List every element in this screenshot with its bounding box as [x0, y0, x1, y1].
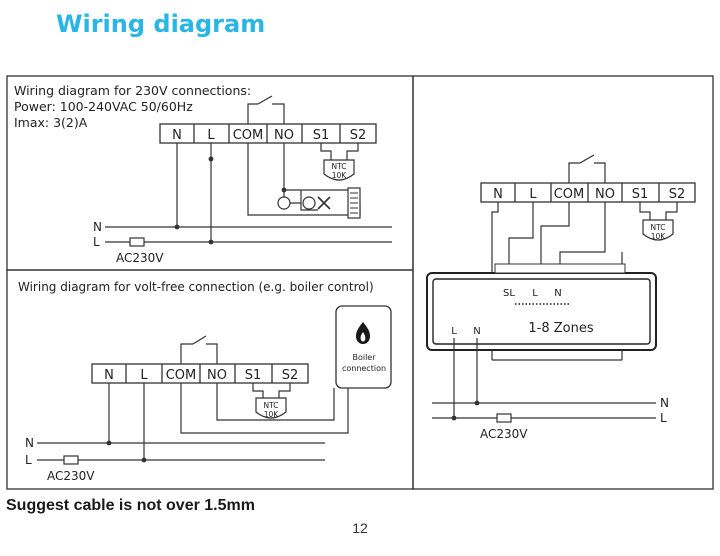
vf-mains-n-label: N [25, 436, 34, 450]
terminal-l: L [207, 128, 215, 143]
zone-terminal-s2: S2 [669, 187, 686, 202]
valve-motor-icon [302, 196, 316, 210]
relay-switch [247, 103, 258, 124]
zone-terminal-com: COM [554, 187, 585, 202]
panel-230v-heading-1: Wiring diagram for 230V connections: [14, 83, 251, 98]
zone-ntc-label: NTC [651, 223, 666, 232]
panel-230v: Wiring diagram for 230V connections: Pow… [14, 83, 392, 265]
boiler-label-1: Boiler [352, 353, 376, 362]
vf-terminal-n: N [104, 368, 114, 383]
ntc-value: 10K [332, 171, 348, 180]
vf-ntc-label: NTC [264, 401, 279, 410]
ntc-label: NTC [332, 162, 347, 171]
vf-terminal-com: COM [166, 368, 197, 383]
zone-relay-switch [568, 162, 580, 183]
zone-ntc-value: 10K [651, 232, 667, 241]
boiler-label-2: connection [342, 364, 386, 373]
vf-relay-switch [180, 343, 193, 364]
vf-mains-l-label: L [25, 453, 32, 467]
mains-n-label: N [93, 220, 102, 234]
vf-ntc-sensor [255, 397, 287, 419]
valve-icon [317, 196, 331, 210]
panel-voltfree-heading: Wiring diagram for volt-free connection … [18, 280, 374, 294]
zone-terminal-no: NO [595, 187, 615, 202]
vf-fuse-icon [63, 455, 79, 465]
vf-ntc-value: 10K [264, 410, 280, 419]
zones-label: 1-8 Zones [528, 321, 593, 336]
terminal-n: N [172, 128, 182, 143]
zone-mains-n-label: N [660, 396, 669, 410]
zone-controller-box [426, 272, 657, 351]
box-l-label: L [532, 288, 538, 299]
zone-mains-l-label: L [660, 411, 667, 425]
fuse-icon [129, 237, 145, 247]
terminal-s2: S2 [350, 128, 367, 143]
zone-ntc-sensor [642, 219, 674, 241]
zone-terminal-l: L [529, 187, 537, 202]
supply-label: AC230V [116, 251, 164, 265]
pump-icon [277, 196, 291, 210]
vf-terminal-s2: S2 [282, 368, 299, 383]
panel-230v-heading-2: Power: 100-240VAC 50/60Hz [14, 99, 193, 114]
zone-fuse-icon [496, 413, 512, 423]
panel-frame-right [412, 75, 714, 490]
box-in-n-label: N [473, 326, 480, 337]
vf-terminal-s1: S1 [245, 368, 262, 383]
box-n-label: N [554, 288, 561, 299]
panel-230v-heading-3: Imax: 3(2)A [14, 115, 88, 130]
terminal-s1: S1 [313, 128, 330, 143]
panel-voltfree: Wiring diagram for volt-free connection … [18, 280, 392, 483]
terminal-no: NO [274, 128, 294, 143]
mains-l-label: L [93, 235, 100, 249]
page-title: Wiring diagram [56, 10, 266, 38]
page-number: 12 [352, 520, 368, 536]
terminal-block [159, 123, 377, 144]
vf-terminal-no: NO [207, 368, 227, 383]
box-in-l-label: L [451, 326, 457, 337]
ntc-sensor [323, 159, 355, 181]
vf-terminal-l: L [140, 368, 148, 383]
flame-icon [356, 322, 370, 344]
zone-supply-label: AC230V [480, 427, 528, 441]
terminal-com: COM [233, 128, 264, 143]
panel-zones: N L COM NO S1 S2 SL [426, 154, 696, 441]
cable-note: Suggest cable is not over 1.5mm [6, 497, 255, 514]
zone-terminal-n: N [493, 187, 503, 202]
vf-supply-label: AC230V [47, 469, 95, 483]
box-sl-label: SL [503, 288, 515, 299]
zone-terminal-s1: S1 [632, 187, 649, 202]
boiler-connection-box [335, 305, 392, 389]
